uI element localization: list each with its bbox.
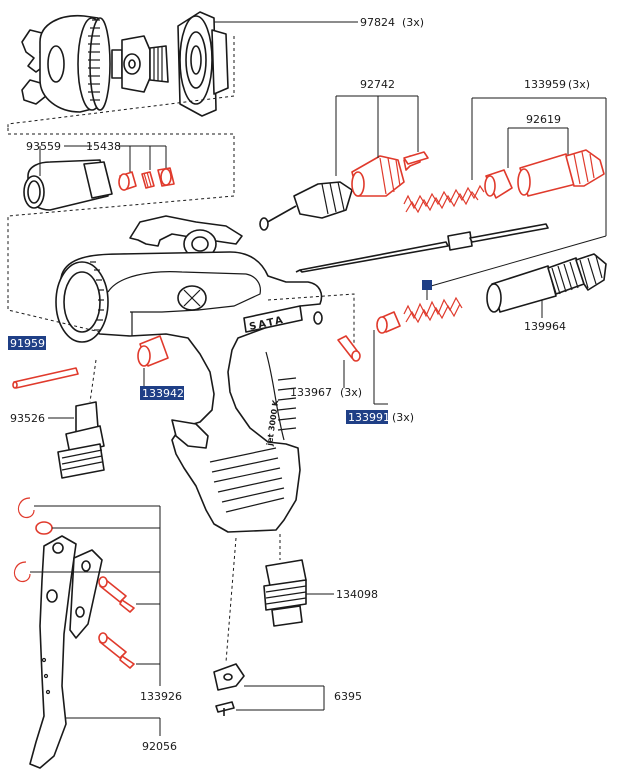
label-139964: 139964 [524, 320, 566, 333]
label-97824: 97824 [360, 16, 395, 29]
label-92619: 92619 [526, 113, 561, 126]
label-133991-qty: (3x) [392, 411, 414, 424]
label-133967-qty: (3x) [340, 386, 362, 399]
label-6395: 6395 [334, 690, 362, 703]
label-133926: 133926 [140, 690, 182, 703]
o-ring [35, 521, 53, 535]
trigger-group [13, 497, 161, 769]
model-text: jet 3000 K [265, 399, 281, 448]
gun-hanger-hook [213, 537, 325, 716]
brand-plate [243, 305, 303, 333]
label-97824-qty: (3x) [402, 16, 424, 29]
air-distribution-ring [177, 11, 229, 117]
group-boundary-mid [7, 128, 235, 300]
label-133959-qty: (3x) [568, 78, 590, 91]
air-inlet-fitting [263, 534, 334, 627]
nozzle-seal-group [7, 128, 235, 300]
circlip-top [17, 497, 35, 519]
air-connector [48, 359, 105, 479]
red-screw [337, 335, 361, 388]
group-boundary-top [7, 36, 235, 128]
red-bushing [137, 335, 169, 386]
paint-needle [295, 223, 549, 273]
label-133942: 133942 [142, 387, 184, 400]
highlight-marker [422, 280, 432, 290]
circlip-bottom [13, 561, 31, 583]
air-cap [21, 14, 111, 113]
paint-nozzle [111, 35, 169, 93]
label-92742: 92742 [360, 78, 395, 91]
label-91959-bg [8, 336, 46, 350]
red-seal-set [118, 167, 175, 191]
trigger-spring-group [373, 280, 463, 405]
red-trigger-spring [403, 296, 463, 324]
label-93526: 93526 [10, 412, 45, 425]
label-92056: 92056 [142, 740, 177, 753]
group-boundary-right [267, 293, 355, 350]
label-133959: 133959 [524, 78, 566, 91]
label-133991: 133991 [348, 411, 390, 424]
spray-gun-body: SATA jet 3000 K [55, 215, 323, 533]
label-91959: 91959 [10, 337, 45, 350]
grip-texture [209, 377, 297, 513]
label-133967: 133967 [290, 386, 332, 399]
needle-adjustment-unit [486, 253, 607, 318]
trigger [29, 535, 77, 769]
label-133991-bg [346, 410, 388, 424]
group-boundary-left [7, 300, 101, 333]
label-134098: 134098 [336, 588, 378, 601]
label-15438: 15438 [86, 140, 121, 153]
label-93559: 93559 [26, 140, 61, 153]
round-flat-spray-control [259, 95, 429, 231]
needle-spring-set [403, 97, 607, 289]
label-133942-bg [140, 386, 184, 400]
red-rod [12, 367, 79, 389]
needle-spring [403, 184, 485, 214]
air-cap-assembly [7, 11, 358, 128]
